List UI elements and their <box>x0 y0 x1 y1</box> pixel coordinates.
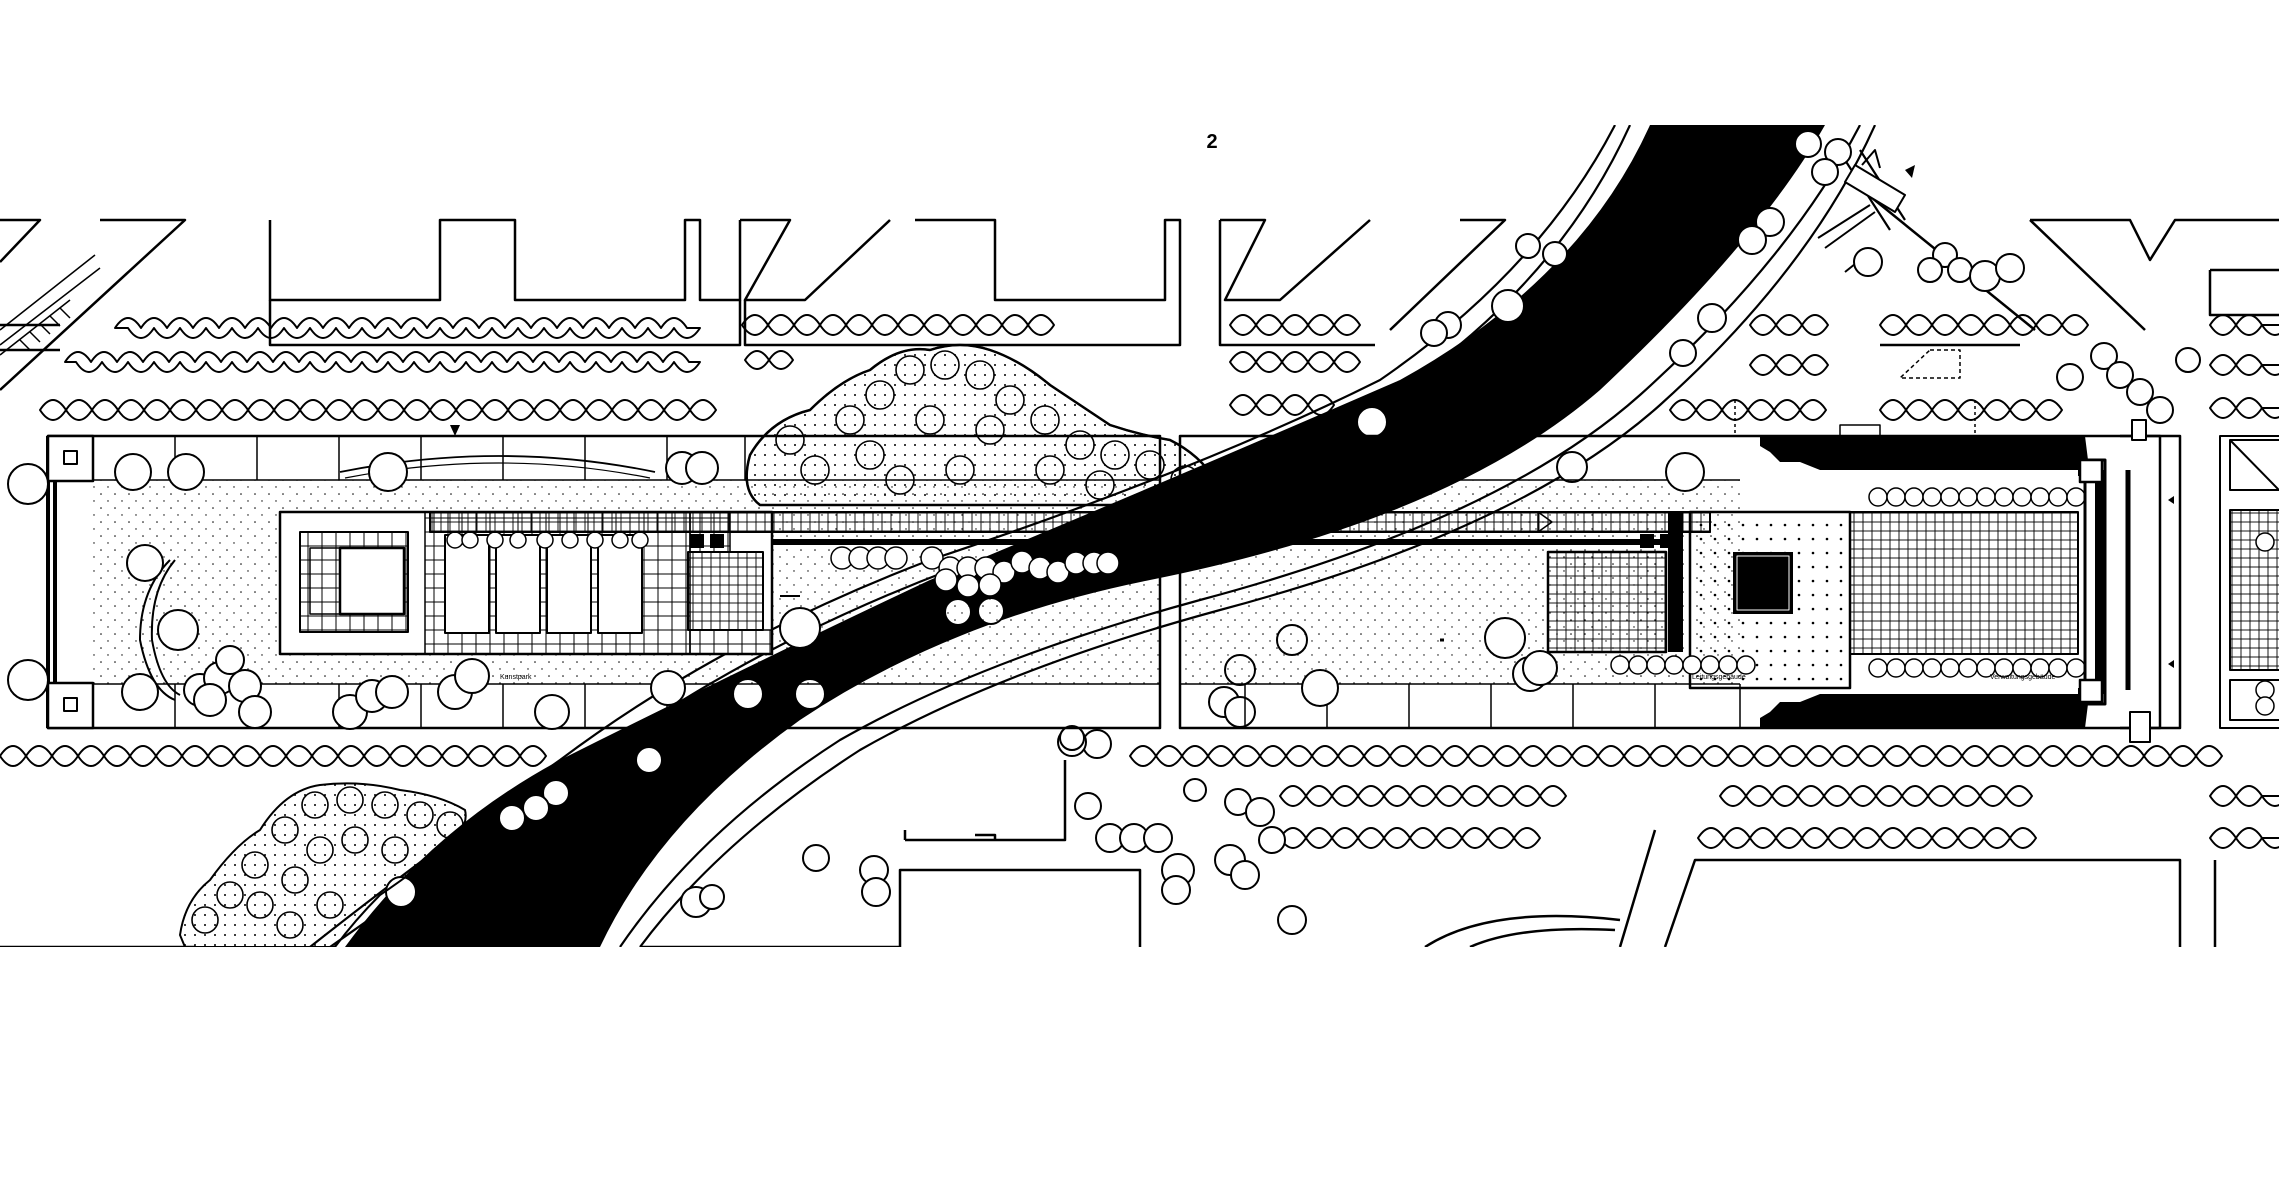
art-park-building <box>278 510 774 656</box>
upper-building-blocks <box>0 179 2279 391</box>
management-building <box>1546 487 2086 690</box>
axis-bridge-walkway <box>429 511 1711 548</box>
lower-tree-cluster <box>179 782 467 947</box>
administration-label: Verwaltungsgebäude <box>1990 674 2055 681</box>
strip-trees <box>7 451 1705 730</box>
lower-tree-rows <box>0 745 2279 849</box>
upper-tree-cluster <box>745 343 1218 507</box>
lower-scattered-trees <box>859 242 2201 935</box>
sheet-number: 2 <box>1206 131 1217 153</box>
rail-tracks <box>0 254 101 356</box>
management-building-label: Leitungsgebäude <box>1692 674 1746 681</box>
administration-building <box>1734 400 2174 743</box>
lower-building-blocks <box>0 760 2217 947</box>
right-edge-structure <box>2219 435 2279 729</box>
art-park-label: Kunstpark <box>500 674 532 681</box>
upper-tree-rows <box>39 314 2279 421</box>
central-tree-row <box>830 546 1120 598</box>
